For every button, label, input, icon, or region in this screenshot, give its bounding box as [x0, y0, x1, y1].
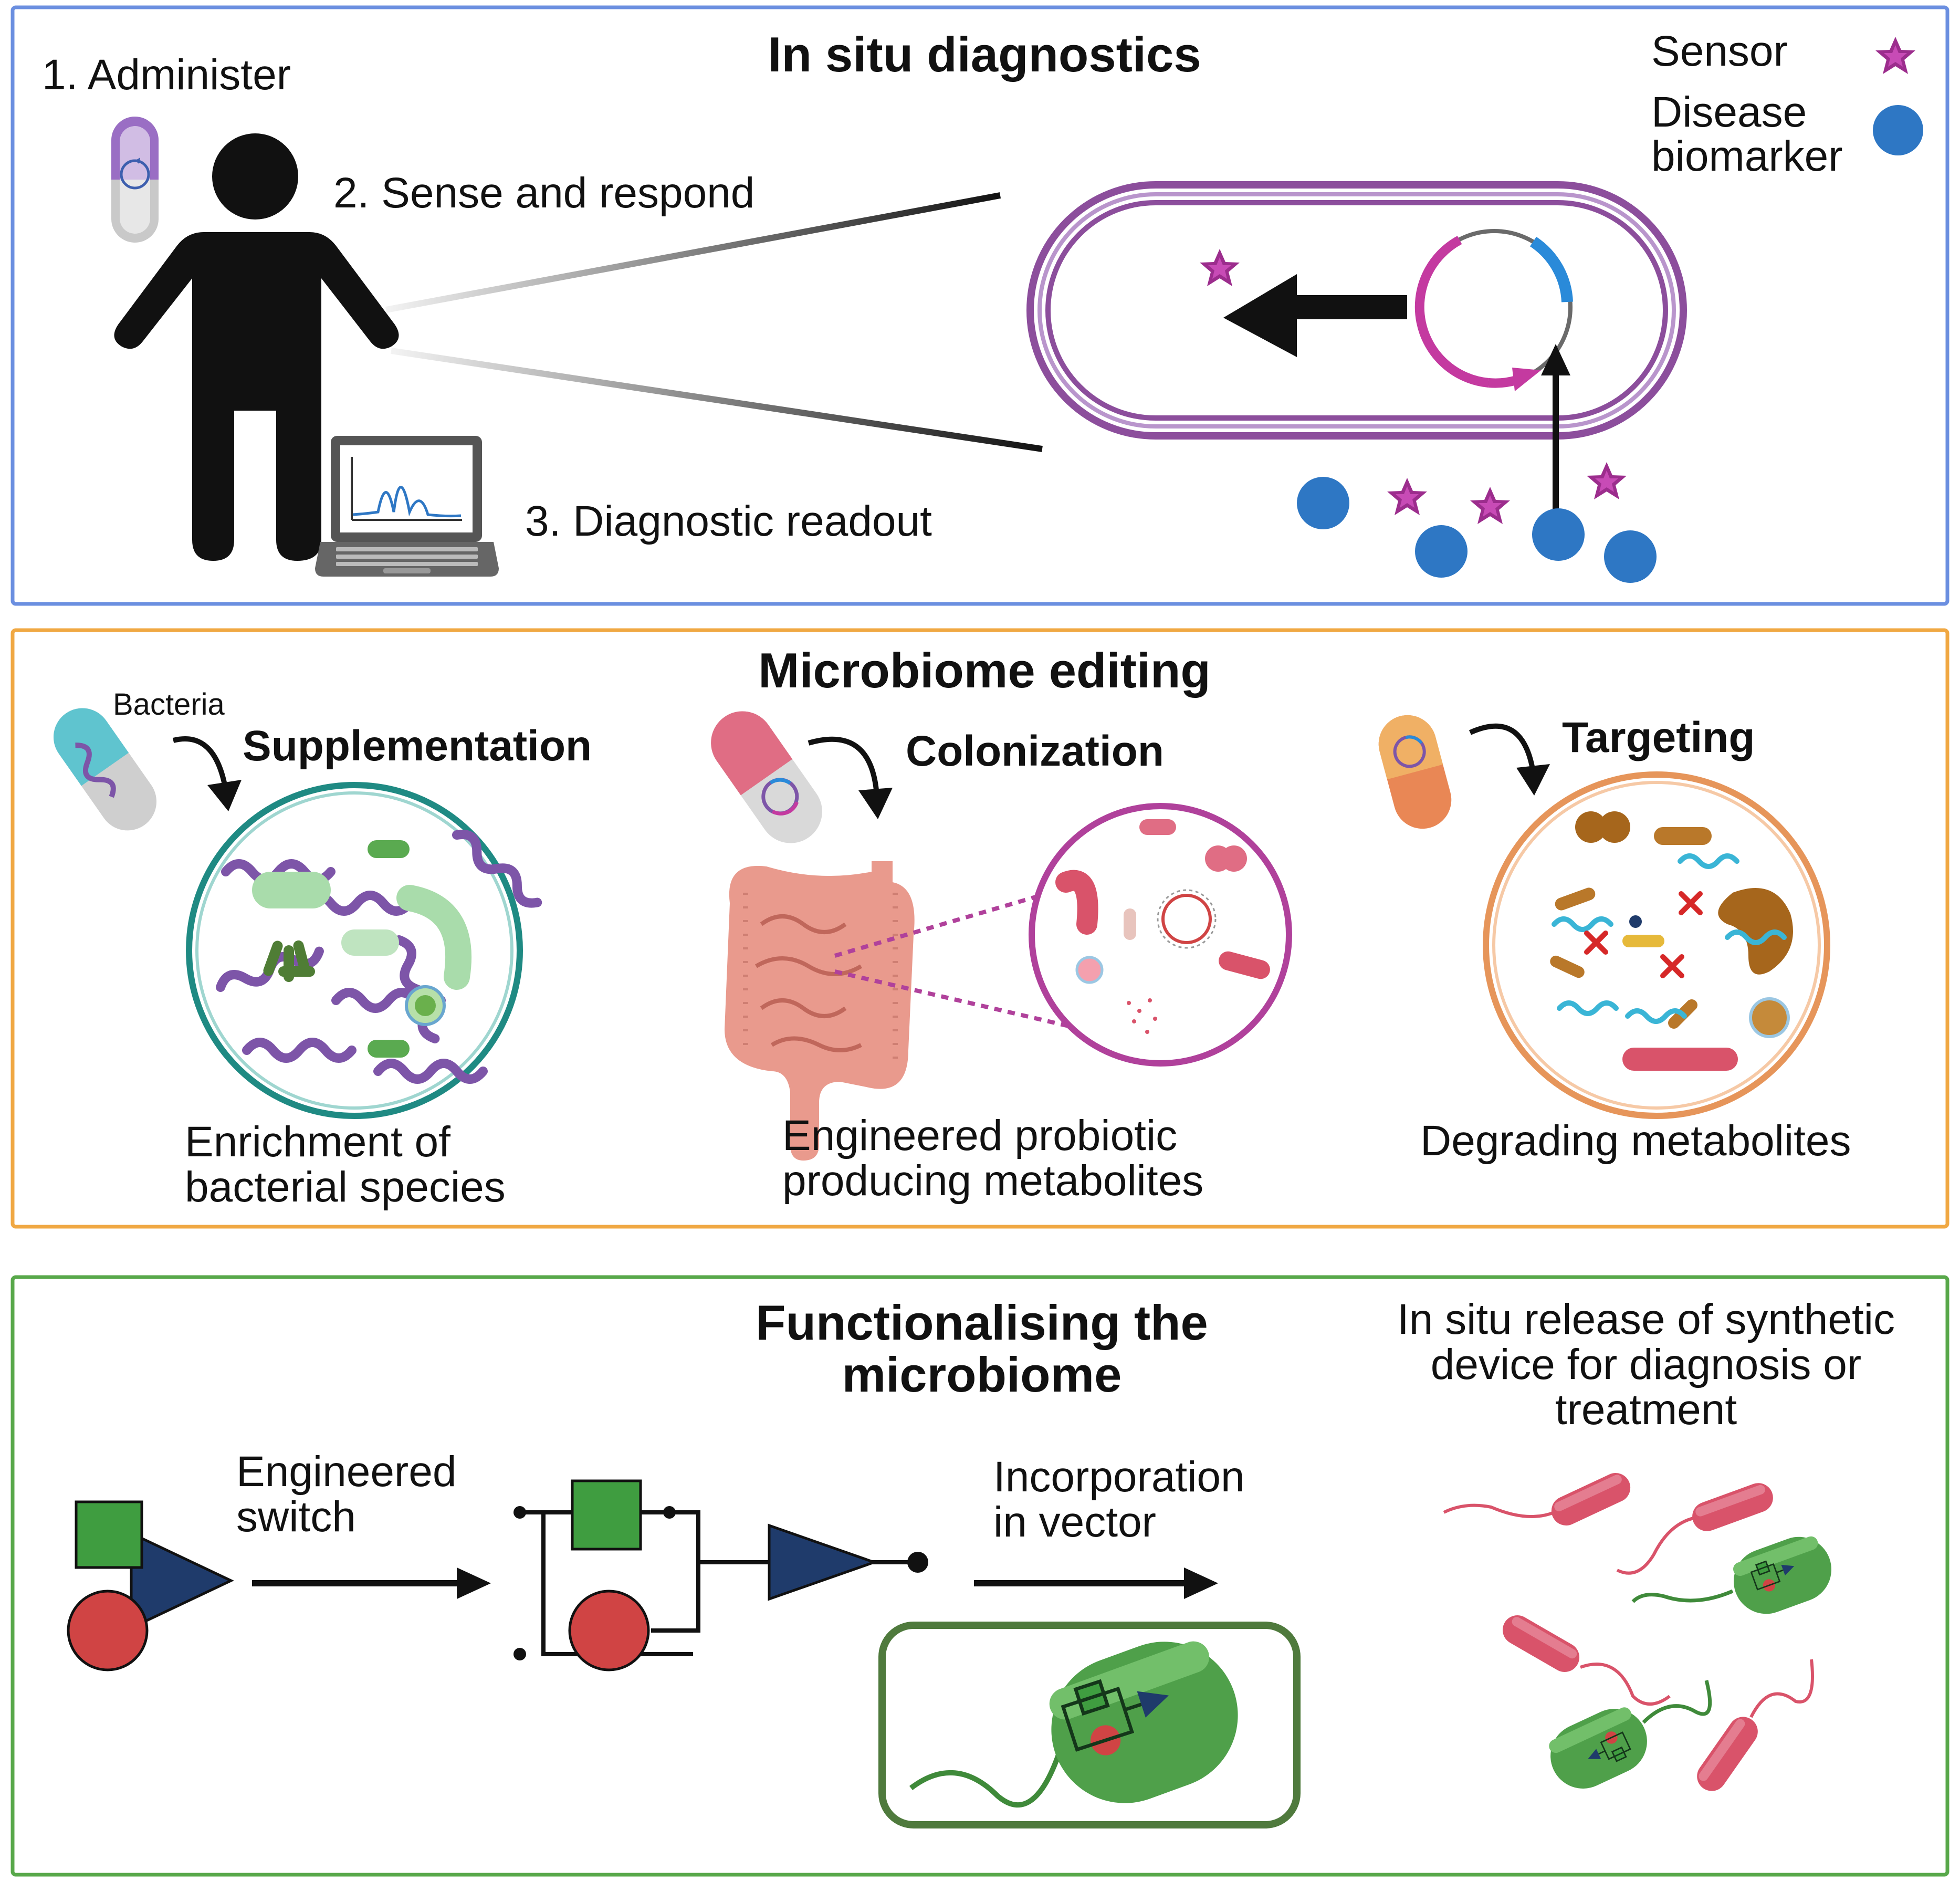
supplementation-circle-icon: [186, 782, 542, 1119]
targeting-label: Targeting: [1562, 714, 1755, 761]
colonization-capsule-icon: [711, 711, 822, 843]
legend-sensor-label: Sensor: [1651, 27, 1788, 75]
supplementation-capsule-icon: [53, 708, 157, 831]
sensing-arrow-icon: [1541, 344, 1570, 515]
arrow-head-icon: [1516, 764, 1550, 796]
sensor-star-icon: [1470, 487, 1510, 524]
panel1-title: In situ diagnostics: [768, 27, 1201, 82]
engineered-switch-label: Engineered switch: [236, 1448, 457, 1541]
laptop-icon: [315, 436, 499, 577]
arrow-head-icon: [207, 780, 242, 811]
biomarker-dot-icon: [1297, 477, 1349, 529]
bacteria-label: Bacteria: [113, 687, 225, 722]
incorporation-vector-label: Incorporation in vector: [993, 1453, 1245, 1546]
legend-biomarker-label: Disease biomarker: [1651, 88, 1843, 180]
step-diagnostic-readout-label: 3. Diagnostic readout: [525, 497, 932, 545]
targeting-capsule-icon: [1378, 715, 1452, 829]
panel-in-situ-diagnostics: [11, 5, 1949, 606]
panel-microbiome-editing: [11, 628, 1949, 1229]
biomarker-dot-icon: [1604, 530, 1657, 583]
supplementation-label: Supplementation: [243, 722, 592, 770]
vector-arrow-icon: [974, 1568, 1218, 1599]
biomarker-dot-icon: [1415, 525, 1468, 578]
supplementation-curved-arrow-icon: [172, 736, 228, 791]
loose-parts-icon: [67, 1500, 234, 1671]
panel-functionalising: [11, 1275, 1949, 1877]
panel2-title: Microbiome editing: [758, 643, 1211, 698]
in-situ-release-label: In situ release of synthetic device for …: [1397, 1295, 1895, 1434]
circuit-icon: [513, 1479, 928, 1671]
sensor-star-icon: [1200, 249, 1240, 286]
supplementation-caption: Enrichment of bacterial species: [185, 1118, 506, 1211]
colonization-label: Colonization: [906, 727, 1164, 775]
targeting-curved-arrow-icon: [1469, 723, 1536, 772]
step-sense-respond-label: 2. Sense and respond: [333, 169, 755, 217]
targeting-circle-icon: [1483, 771, 1830, 1119]
step-administer-label: 1. Administer: [42, 51, 291, 99]
panel3-title: Functionalising the microbiome: [756, 1295, 1208, 1402]
administer-capsule-icon: [111, 117, 159, 243]
plasmid-icon: [1414, 229, 1573, 391]
sensor-star-icon: [1587, 462, 1627, 499]
colonization-caption: Engineered probiotic producing metabolit…: [782, 1112, 1204, 1205]
colonization-circle-icon: [1029, 803, 1292, 1067]
zoom-line-lower: [391, 348, 1043, 452]
targeting-caption: Degrading metabolites: [1420, 1117, 1851, 1165]
released-bacteria-icon: [1443, 1468, 1832, 1797]
colonization-curved-arrow-icon: [808, 736, 879, 796]
legend-biomarker-dot-icon: [1873, 105, 1923, 155]
sensor-star-icon: [1387, 478, 1427, 515]
biomarker-dot-icon: [1532, 508, 1585, 561]
intestine-icon: [725, 861, 915, 1161]
bacterium-cell-icon: [1026, 181, 1687, 440]
response-arrow-icon: [1223, 274, 1407, 357]
person-icon: [114, 133, 399, 561]
engineered-bacterium-frame-icon: [878, 1622, 1301, 1828]
zoom-line-upper: [385, 192, 1001, 313]
switch-arrow-icon: [252, 1568, 491, 1599]
arrow-head-icon: [858, 788, 893, 819]
zoom-line-colon-upper: [834, 891, 1051, 958]
legend-sensor-star-icon: [1875, 37, 1915, 74]
